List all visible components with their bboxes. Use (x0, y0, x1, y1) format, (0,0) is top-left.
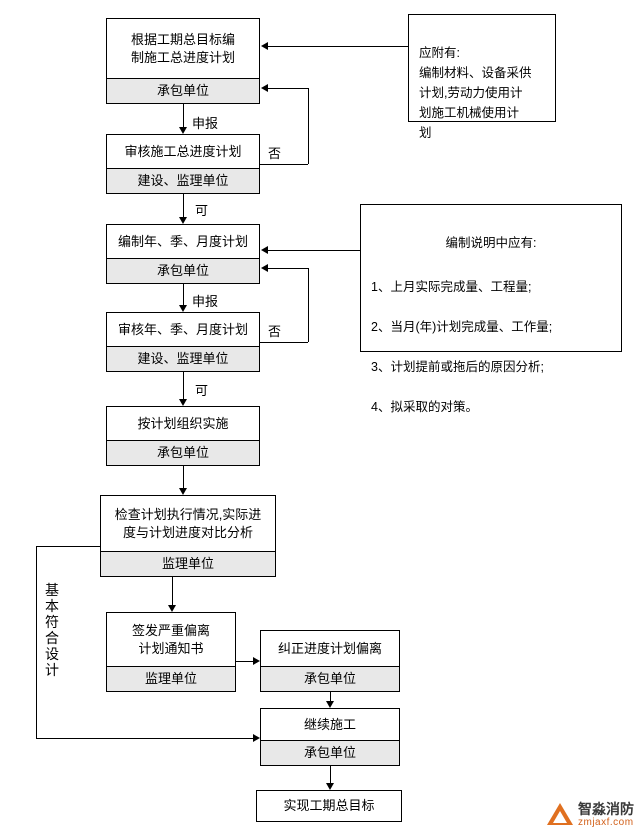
connector-line (183, 466, 184, 488)
node-subject: 承包单位 (261, 666, 399, 691)
node-subject: 建设、监理单位 (107, 346, 259, 371)
node-title: 按计划组织实施 (137, 415, 229, 431)
node-title: 纠正进度计划偏离 (277, 640, 382, 656)
connector-line (36, 546, 100, 547)
connector-arrow (179, 305, 187, 312)
node-title: 实现工期总目标 (283, 798, 375, 814)
edge-label-yes-2: 可 (195, 383, 209, 398)
node-issue-deviation-notice: 签发严重偏离 计划通知书 监理单位 (106, 612, 236, 692)
connector-arrow (253, 734, 260, 742)
node-achieve-goal: 实现工期总目标 (256, 790, 402, 822)
node-total-schedule-plan: 根据工期总目标编 制施工总进度计划 承包单位 (106, 18, 260, 104)
connector-arrow (261, 264, 268, 272)
connector-line (172, 577, 173, 605)
connector-line (268, 46, 408, 47)
connector-arrow (179, 217, 187, 224)
node-title: 审核年、季、月度计划 (117, 321, 248, 337)
connector-arrow (261, 84, 268, 92)
side-label-meets-design: 基 本 符 合 设 计 (45, 582, 59, 679)
node-correct-deviation: 纠正进度计划偏离 承包单位 (260, 630, 400, 692)
node-review-total-schedule: 审核施工总进度计划 建设、监理单位 (106, 134, 260, 194)
connector-line (183, 104, 184, 127)
node-title: 根据工期总目标编 制施工总进度计划 (130, 32, 235, 65)
node-check-progress: 检查计划执行情况,实际进 度与计划进度对比分析 监理单位 (100, 495, 276, 577)
watermark-sub-text: zmjaxf.com (578, 817, 634, 828)
node-continue-construction: 继续施工 承包单位 (260, 708, 400, 766)
connector-line (236, 661, 253, 662)
connector-line (268, 250, 360, 251)
node-title: 编制年、季、月度计划 (117, 233, 248, 249)
edge-label-no-2: 否 (268, 324, 282, 339)
node-subject: 承包单位 (107, 78, 259, 103)
connector-arrow (168, 605, 176, 612)
connector-line (330, 692, 331, 701)
connector-arrow (179, 399, 187, 406)
node-title: 继续施工 (303, 716, 356, 732)
connector-arrow (261, 246, 268, 254)
note-text: 应附有: 编制材料、设备采供 计划,劳动力使用计 划施工机械使用计 划 (419, 46, 532, 140)
connector-line (183, 194, 184, 217)
connector-arrow (179, 488, 187, 495)
connector-arrow (326, 701, 334, 708)
watermark-main-text: 智淼消防 (578, 800, 634, 817)
connector-arrow (179, 127, 187, 134)
connector-arrow (261, 42, 268, 50)
connector-line (36, 738, 253, 739)
connector-line (268, 268, 308, 269)
watermark: 智淼消防 zmjaxf.com (547, 800, 634, 828)
connector-line (36, 546, 37, 738)
node-subject: 承包单位 (107, 440, 259, 465)
edge-label-yes-1: 可 (195, 203, 209, 218)
node-subject: 监理单位 (101, 551, 275, 576)
connector-line (308, 268, 309, 342)
connector-line (260, 342, 308, 343)
node-subject: 监理单位 (107, 666, 235, 691)
node-review-yearly-plan: 审核年、季、月度计划 建设、监理单位 (106, 312, 260, 372)
connector-line (268, 88, 308, 89)
node-title: 签发严重偏离 计划通知书 (131, 623, 210, 656)
note-heading: 编制说明中应有: (445, 236, 537, 250)
edge-label-submit-2: 申报 (192, 294, 219, 309)
connector-arrow (326, 783, 334, 790)
node-subject: 建设、监理单位 (107, 168, 259, 193)
note-text: 1、上月实际完成量、工程量; 2、当月(年)计划完成量、工作量; 3、计划提前或… (371, 280, 553, 414)
node-subject: 承包单位 (261, 740, 399, 765)
connector-line (330, 766, 331, 783)
note-attachments: 应附有: 编制材料、设备采供 计划,劳动力使用计 划施工机械使用计 划 (408, 14, 556, 140)
connector-line (308, 88, 309, 164)
note-plan-description: 编制说明中应有: 1、上月实际完成量、工程量; 2、当月(年)计划完成量、工作量… (360, 204, 622, 414)
node-implement-by-plan: 按计划组织实施 承包单位 (106, 406, 260, 466)
edge-label-submit-1: 申报 (192, 116, 219, 131)
connector-line (183, 284, 184, 305)
node-make-yearly-plan: 编制年、季、月度计划 承包单位 (106, 224, 260, 284)
connector-arrow (253, 657, 260, 665)
connector-line (183, 372, 184, 399)
node-title: 检查计划执行情况,实际进 度与计划进度对比分析 (114, 507, 262, 540)
connector-line (260, 164, 308, 165)
node-subject: 承包单位 (107, 258, 259, 283)
edge-label-no-1: 否 (268, 146, 282, 161)
node-title: 审核施工总进度计划 (124, 143, 242, 159)
brand-logo-icon (547, 802, 573, 827)
